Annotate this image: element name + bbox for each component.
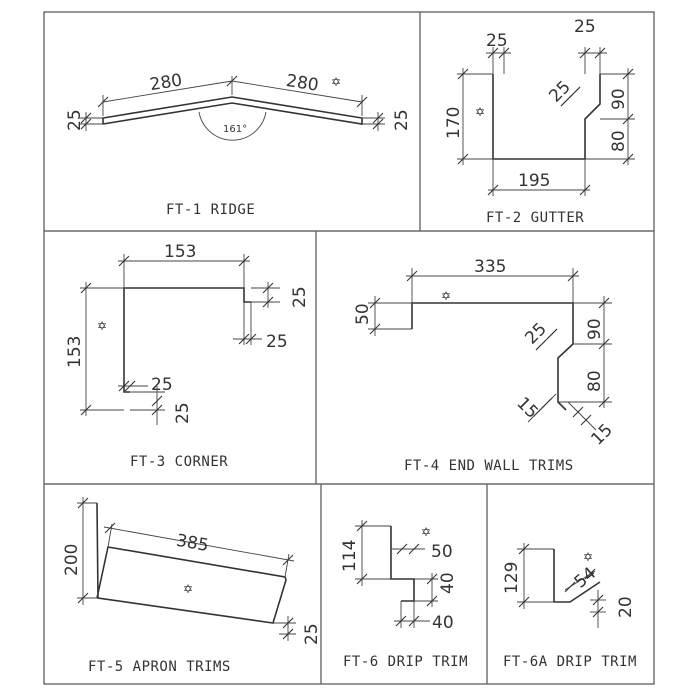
ft1-len-left: 280 [148, 70, 183, 95]
panel-ft6a-drip-trim: 129 54 20 ✡ FT-6A DRIP TRIM [502, 543, 637, 670]
ft6-marker-icon: ✡ [421, 525, 431, 539]
ft5-height: 200 [62, 544, 82, 576]
panel-ft4-end-wall-trims: 335 50 90 80 25 15 15 ✡ FT-4 END WALL TR… [353, 257, 617, 474]
ft2-marker-icon: ✡ [475, 105, 485, 119]
ft4-left-h: 50 [353, 303, 373, 325]
ft1-angle: 161° [223, 124, 247, 135]
ft4-bot2: 15 [587, 420, 616, 449]
ft6-top: 50 [431, 542, 453, 562]
ft1-marker-icon: ✡ [331, 75, 341, 89]
ft2-base: 195 [518, 171, 550, 191]
ft2-top-right: 25 [574, 17, 596, 37]
end-wall-profile [411, 302, 574, 411]
ft1-edge-left: 25 [65, 109, 85, 131]
ft4-bot1: 15 [512, 393, 541, 422]
ft2-diag: 25 [545, 77, 574, 106]
ft4-diag: 25 [521, 319, 550, 348]
ft6-bot: 40 [432, 613, 454, 633]
drip-trim-6a-profile [553, 549, 601, 603]
ft4-step-low: 80 [585, 370, 605, 392]
ft4-step-h: 90 [585, 318, 605, 340]
ft3-top: 153 [164, 242, 196, 262]
ft5-title: FT-5 APRON TRIMS [88, 659, 231, 675]
ft3-flange-top-w: 25 [266, 332, 288, 352]
ft3-title: FT-3 CORNER [130, 454, 228, 470]
ft6a-title: FT-6A DRIP TRIM [503, 654, 637, 670]
ridge-profile [102, 96, 363, 125]
panel-ft2-gutter: 170 195 25 25 90 80 25 ✡ FT-2 GUTTER [444, 17, 635, 226]
panel-ft3-corner: 153 153 25 25 25 25 ✡ FT-3 CORNER [65, 242, 310, 470]
ft4-title: FT-4 END WALL TRIMS [404, 458, 574, 474]
ft3-flange-top: 25 [290, 286, 310, 308]
panel-ft1-ridge: 280 280 161° 25 25 ✡ FT-1 RIDGE [65, 70, 412, 218]
apron-profile [96, 502, 287, 624]
ft6-mid: 40 [438, 572, 458, 594]
ft6a-diag: 54 [571, 563, 600, 592]
ft3-side: 153 [65, 336, 85, 368]
panel-ft6-drip-trim: 114 50 40 40 ✡ FT-6 DRIP TRIM [340, 520, 468, 670]
gutter-profile [492, 74, 601, 160]
ft1-len-right: 280 [285, 71, 320, 96]
ft6a-marker-icon: ✡ [583, 550, 593, 564]
panel-frames [43, 11, 655, 685]
ft4-top: 335 [474, 257, 506, 277]
ft6-title: FT-6 DRIP TRIM [343, 654, 468, 670]
ft2-top-left: 25 [486, 31, 508, 51]
ft5-marker-icon: ✡ [183, 582, 193, 596]
ft1-edge-right: 25 [392, 109, 412, 131]
ft5-length: 385 [175, 531, 210, 556]
ft1-title: FT-1 RIDGE [166, 202, 255, 218]
ft6a-lip: 20 [616, 596, 636, 618]
ft2-step-h: 90 [609, 88, 629, 110]
ft2-title: FT-2 GUTTER [486, 210, 584, 226]
panel-ft5-apron-trims: 200 385 25 ✡ FT-5 APRON TRIMS [62, 497, 322, 675]
ft3-marker-icon: ✡ [97, 319, 107, 333]
ft4-marker-icon: ✡ [441, 289, 451, 303]
ft2-height: 170 [444, 107, 464, 139]
ft3-flange-bot: 25 [151, 375, 173, 395]
corner-profile [123, 287, 251, 393]
ft6-height: 114 [340, 540, 360, 572]
ft2-step-low: 80 [609, 130, 629, 152]
drip-trim-profile [390, 526, 415, 602]
ft5-lip: 25 [302, 623, 322, 645]
ft3-flange-bot-h: 25 [173, 402, 193, 424]
ft6a-height: 129 [502, 562, 522, 594]
